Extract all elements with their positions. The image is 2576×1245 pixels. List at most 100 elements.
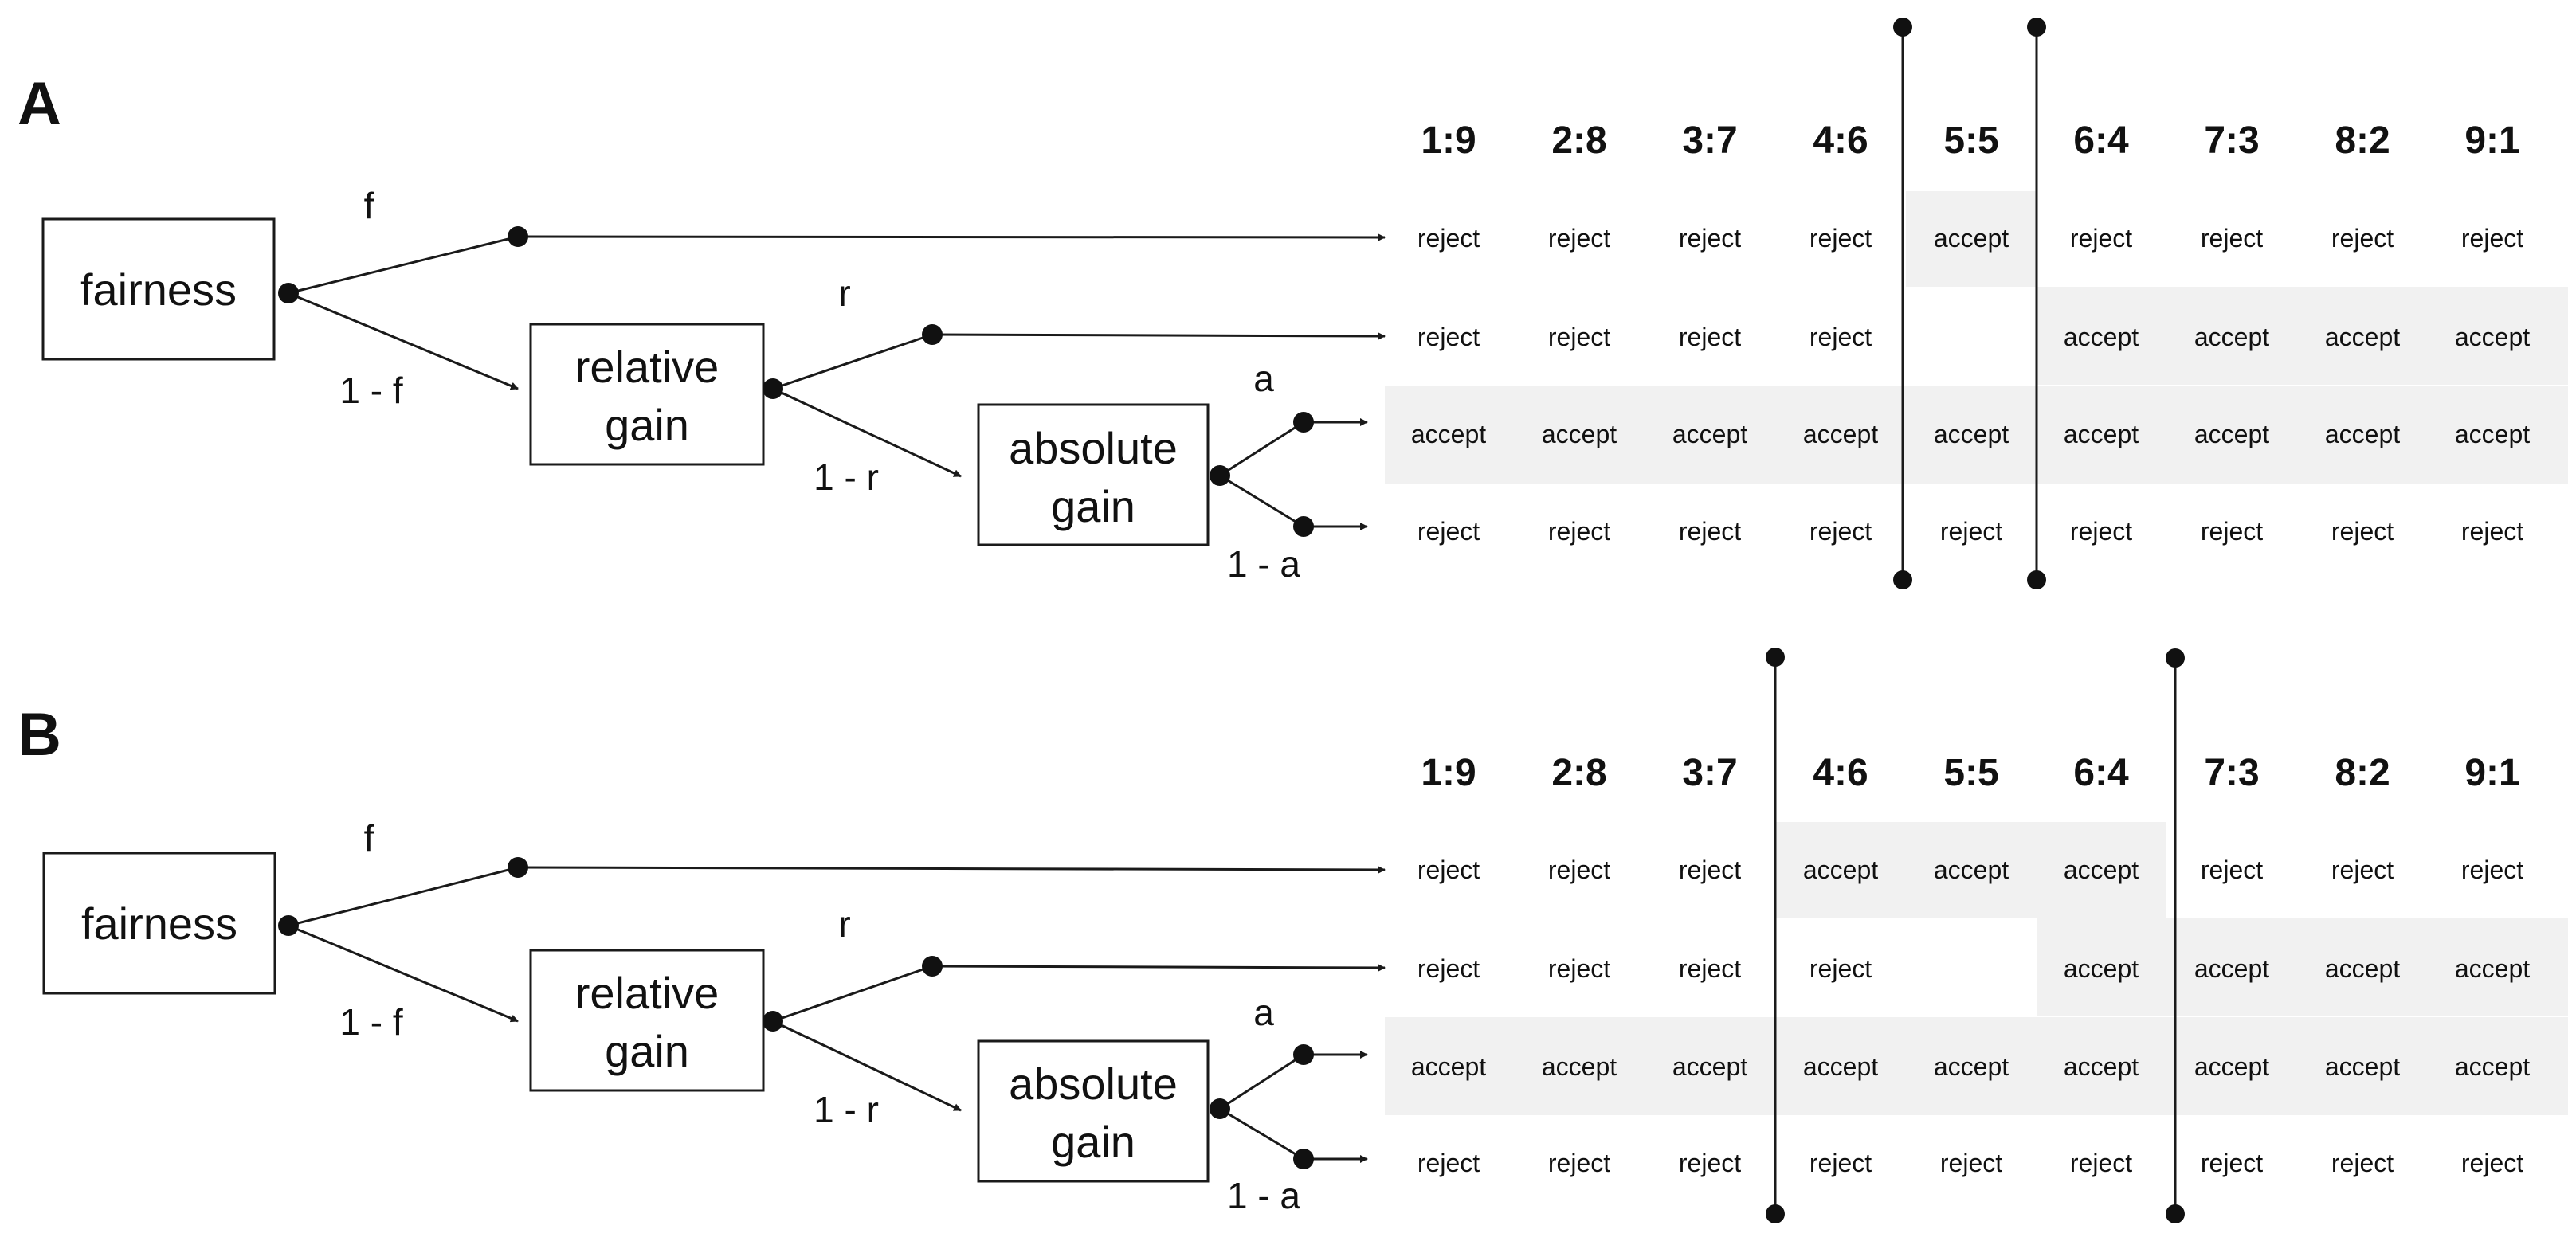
node-b-absolute-label: absolute xyxy=(1009,1059,1178,1109)
dot-b-absolute xyxy=(1210,1098,1230,1119)
label-a-r: r xyxy=(838,272,850,314)
cell-a-r3-c8: reject xyxy=(2461,517,2523,546)
cell-b-r3-c7: reject xyxy=(2331,1149,2394,1177)
label-b-1-f: 1 - f xyxy=(339,1001,402,1043)
dot-a-a xyxy=(1293,412,1314,433)
dot-a-vbar-right-top xyxy=(2027,18,2046,37)
cell-a-r3-c4: reject xyxy=(1940,517,2002,546)
cell-a-r1-c0: reject xyxy=(1417,323,1480,351)
node-b-relative-label: relative xyxy=(575,968,719,1018)
panel-a: A xyxy=(18,18,2568,589)
panel-b-shading xyxy=(1385,822,2568,1115)
panel-a-dots xyxy=(278,18,2046,589)
ratio-a-0: 1:9 xyxy=(1421,119,1476,162)
cell-a-r1-c3: reject xyxy=(1809,323,1872,351)
cell-a-r3-c5: reject xyxy=(2070,517,2132,546)
cell-b-r2-c6: accept xyxy=(2194,1052,2269,1081)
cell-a-r2-c2: accept xyxy=(1672,420,1747,448)
label-b-1-a: 1 - a xyxy=(1227,1175,1300,1216)
node-b-fairness-label: fairness xyxy=(81,899,237,949)
cell-a-r0-c6: reject xyxy=(2201,224,2263,253)
cell-b-r1-c6: accept xyxy=(2194,954,2269,983)
node-b-relative-gain-label: gain xyxy=(605,1026,689,1076)
dot-a-1-a xyxy=(1293,516,1314,537)
cell-b-r0-c8: reject xyxy=(2461,855,2523,884)
panel-label-b: B xyxy=(18,701,61,769)
cell-b-r1-c3: reject xyxy=(1809,954,1872,983)
cell-a-r0-c8: reject xyxy=(2461,224,2523,253)
cell-b-r0-c3: accept xyxy=(1803,855,1878,884)
shade-b-row3-full xyxy=(1385,1017,2568,1115)
cell-b-r0-c6: reject xyxy=(2201,855,2263,884)
cell-b-r3-c1: reject xyxy=(1548,1149,1610,1177)
cell-b-r0-c0: reject xyxy=(1417,855,1480,884)
ratio-a-6: 7:3 xyxy=(2204,119,2259,162)
ratio-a-8: 9:1 xyxy=(2464,119,2519,162)
ratio-a-3: 4:6 xyxy=(1813,119,1868,162)
node-a-absolute-gain-label: gain xyxy=(1051,481,1135,531)
label-b-a: a xyxy=(1253,992,1274,1033)
box-b-fairness xyxy=(42,852,276,995)
shade-b-row1-middle xyxy=(1775,822,2166,918)
panel-b: B xyxy=(18,648,2568,1223)
cell-a-r3-c6: reject xyxy=(2201,517,2263,546)
cell-b-r3-c6: reject xyxy=(2201,1149,2263,1177)
cell-a-r1-c7: accept xyxy=(2325,323,2400,351)
cell-a-r1-c8: accept xyxy=(2455,323,2530,351)
cell-a-r2-c3: accept xyxy=(1803,420,1878,448)
shade-a-accept-5-5 xyxy=(1906,191,2037,287)
ratio-b-8: 9:1 xyxy=(2464,752,2519,794)
cell-b-r1-c0: reject xyxy=(1417,954,1480,983)
dot-a-vbar-left-top xyxy=(1893,18,1912,37)
ratio-a-4: 5:5 xyxy=(1943,119,1998,162)
cell-b-r3-c0: reject xyxy=(1417,1149,1480,1177)
cell-a-r2-c4: accept xyxy=(1934,420,2009,448)
cell-a-r1-c2: reject xyxy=(1679,323,1741,351)
branch-a-r xyxy=(772,333,933,390)
box-b-absolute-gain xyxy=(977,1039,1210,1183)
dot-a-relative xyxy=(763,378,783,399)
branch-a-r-to-row2 xyxy=(931,331,1386,340)
cell-b-r2-c3: accept xyxy=(1803,1052,1878,1081)
cell-a-r3-c1: reject xyxy=(1548,517,1610,546)
cell-b-r0-c1: reject xyxy=(1548,855,1610,884)
cell-b-r1-c8: accept xyxy=(2455,954,2530,983)
ratio-b-2: 3:7 xyxy=(1682,752,1737,794)
branch-b-1-a xyxy=(1219,1107,1304,1161)
cell-a-r2-c7: accept xyxy=(2325,420,2400,448)
label-b-r: r xyxy=(838,903,850,945)
cell-b-r0-c4: accept xyxy=(1934,855,2009,884)
branch-b-r xyxy=(772,965,933,1023)
ratio-a-1: 2:8 xyxy=(1551,119,1606,162)
ratio-a-7: 8:2 xyxy=(2335,119,2390,162)
cell-a-r2-c8: accept xyxy=(2455,420,2530,448)
box-a-absolute-gain xyxy=(977,403,1210,546)
shade-a-row2-right xyxy=(2037,287,2568,385)
node-b-absolute-gain-label: gain xyxy=(1051,1117,1135,1167)
cell-b-r2-c0: accept xyxy=(1411,1052,1486,1081)
panel-b-tree xyxy=(288,657,2177,1214)
panel-b-boxes xyxy=(42,852,1210,1183)
dot-b-r xyxy=(922,956,943,977)
label-a-1-r: 1 - r xyxy=(814,456,879,498)
cell-a-r0-c5: reject xyxy=(2070,224,2132,253)
branch-b-f-to-row1 xyxy=(517,865,1386,874)
cell-b-r2-c4: accept xyxy=(1934,1052,2009,1081)
dot-b-fairness xyxy=(278,915,299,936)
cell-b-r0-c2: reject xyxy=(1679,855,1741,884)
dot-b-a xyxy=(1293,1044,1314,1065)
label-a-a: a xyxy=(1253,358,1274,399)
cell-b-r1-c7: accept xyxy=(2325,954,2400,983)
label-b-1-r: 1 - r xyxy=(814,1089,879,1130)
label-a-f: f xyxy=(364,185,374,226)
dot-a-f xyxy=(508,226,528,247)
panel-a-boxes xyxy=(41,217,1210,546)
ratio-b-4: 5:5 xyxy=(1943,752,1998,794)
panel-label-a: A xyxy=(18,70,61,138)
branch-a-1-r xyxy=(772,387,962,478)
ratio-b-5: 6:4 xyxy=(2073,752,2129,794)
dot-a-absolute xyxy=(1210,465,1230,486)
ratio-a-2: 3:7 xyxy=(1682,119,1737,162)
cell-a-r2-c5: accept xyxy=(2064,420,2139,448)
branch-b-r-to-row2 xyxy=(931,963,1386,972)
